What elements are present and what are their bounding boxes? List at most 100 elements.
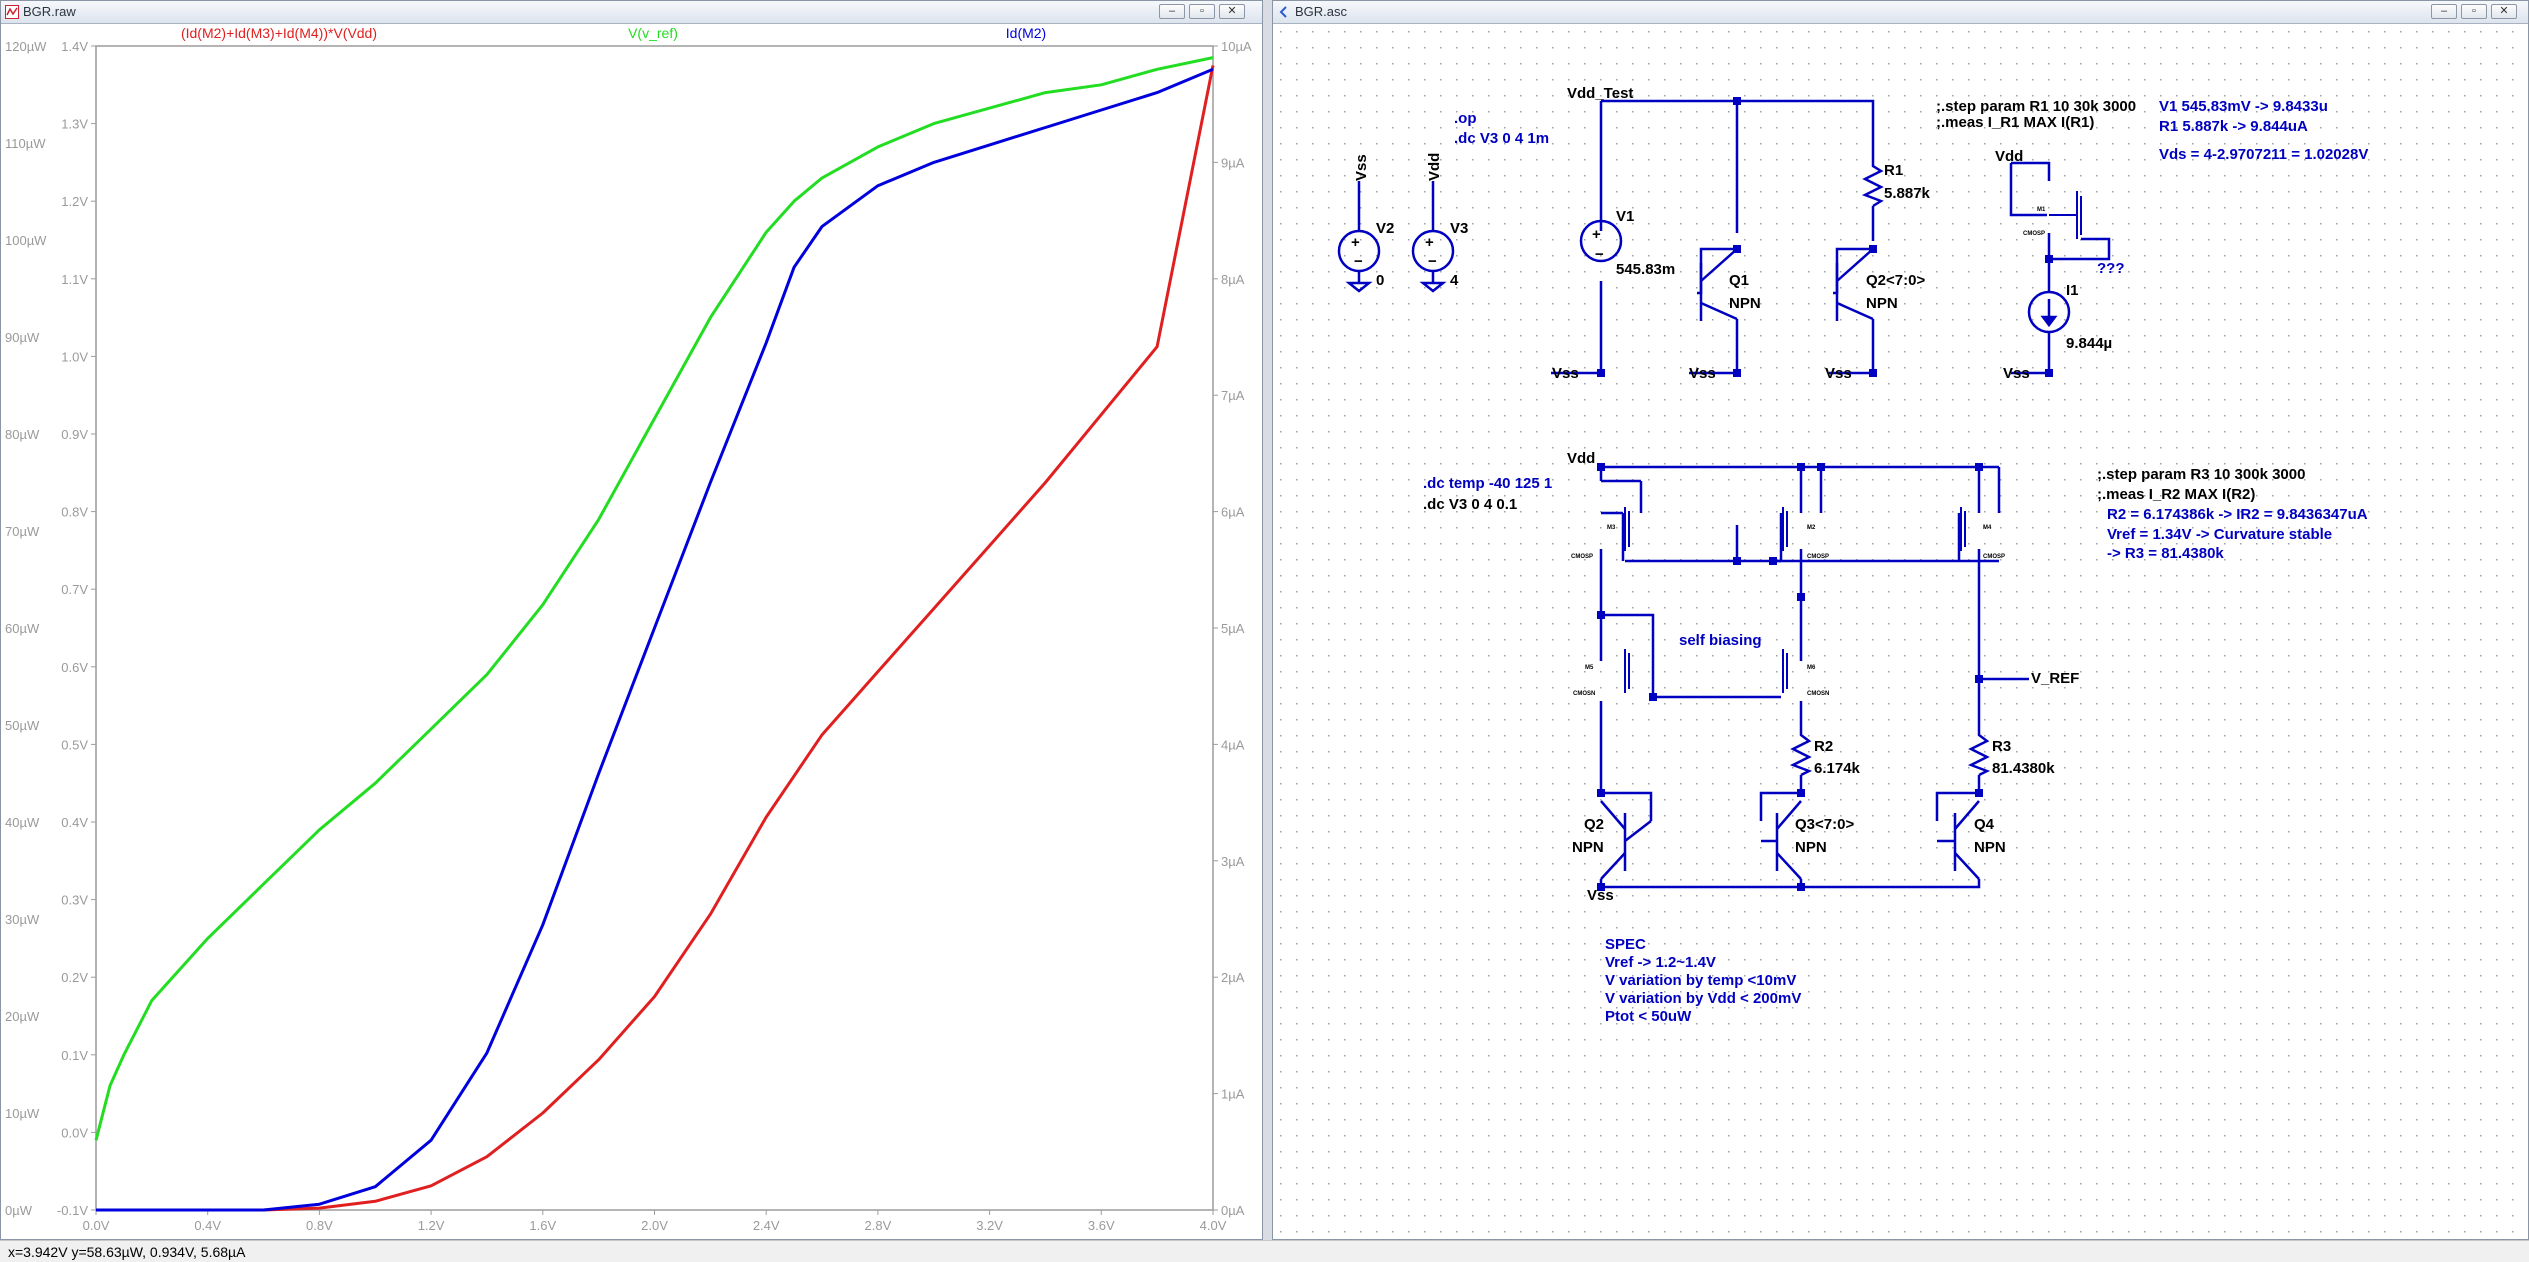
spec-title[interactable]: SPEC <box>1605 936 1646 953</box>
m3-label[interactable]: M3 <box>1607 525 1616 531</box>
q3-npn-symbol[interactable] <box>1761 800 1802 880</box>
schematic-titlebar[interactable]: BGR.asc – ▫ ✕ <box>1273 1 2528 24</box>
r1-label[interactable]: R1 <box>1884 162 1903 179</box>
node-label-vss-i1[interactable]: Vss <box>2003 365 2030 382</box>
directive-dc-v3-step[interactable]: .dc V3 0 4 0.1 <box>1423 496 1517 513</box>
m1-label[interactable]: M1 <box>2037 207 2046 213</box>
note-r1-current[interactable]: R1 5.887k -> 9.844uA <box>2159 118 2308 135</box>
v3-value[interactable]: 4 <box>1450 272 1459 289</box>
v2-source-symbol[interactable] <box>1337 181 1381 293</box>
q3-label[interactable]: Q3<7:0> <box>1795 816 1854 833</box>
m6-model[interactable]: CMOSN <box>1807 691 1829 697</box>
m1-model[interactable]: CMOSP <box>2023 231 2045 237</box>
schematic-canvas[interactable]: + − + − + − <box>1273 24 2528 1239</box>
q2-top-label[interactable]: Q2<7:0> <box>1866 272 1925 289</box>
r1-value[interactable]: 5.887k <box>1884 185 1931 202</box>
v1-label[interactable]: V1 <box>1616 208 1634 225</box>
q1-type[interactable]: NPN <box>1729 295 1761 312</box>
comment-self-biasing[interactable]: self biasing <box>1679 632 1762 649</box>
vref-series-line[interactable] <box>94 56 1214 1141</box>
close-button[interactable]: ✕ <box>1219 4 1245 19</box>
node-label-vss-q1[interactable]: Vss <box>1689 365 1716 382</box>
legend-entry-vref[interactable]: V(v_ref) <box>628 25 678 41</box>
q2-top-type[interactable]: NPN <box>1866 295 1898 312</box>
node-label-vdd-test[interactable]: Vdd_Test <box>1567 85 1633 102</box>
m1-pmos-symbol[interactable] <box>2049 191 2082 239</box>
note-vref-curvature[interactable]: Vref = 1.34V -> Curvature stable <box>2107 526 2332 543</box>
node-label-vdd-m1[interactable]: Vdd <box>1995 148 2023 165</box>
q1-npn-symbol[interactable] <box>1699 248 1738 321</box>
v3-source-symbol[interactable] <box>1411 181 1455 293</box>
spec-power[interactable]: Ptot < 50uW <box>1605 1008 1692 1025</box>
directive-op[interactable]: .op <box>1454 110 1477 127</box>
v1-value[interactable]: 545.83m <box>1616 261 1675 278</box>
i1-value[interactable]: 9.844µ <box>2066 335 2112 352</box>
spec-vdd[interactable]: V variation by Vdd < 200mV <box>1605 990 1801 1007</box>
directive-dc-temp[interactable]: .dc temp -40 125 1 <box>1423 475 1552 492</box>
q1-label[interactable]: Q1 <box>1729 272 1749 289</box>
net-label-unknown[interactable]: ??? <box>2097 260 2125 277</box>
m2-label[interactable]: M2 <box>1807 525 1816 531</box>
node-label-vss-bgr[interactable]: Vss <box>1587 887 1614 904</box>
r3-value[interactable]: 81.4380k <box>1992 760 2055 777</box>
v1-source-symbol[interactable] <box>1579 219 1623 263</box>
minimize-button[interactable]: – <box>1159 4 1185 19</box>
node-label-vss-v2[interactable]: Vss <box>1353 154 1370 181</box>
m2-model[interactable]: CMOSP <box>1807 554 1829 560</box>
power-series-line[interactable] <box>96 65 1215 1212</box>
spec-temp[interactable]: V variation by temp <10mV <box>1605 972 1796 989</box>
schematic-drawing[interactable]: + − + − + − <box>1273 24 2528 1239</box>
directive-step-r1[interactable]: ;.step param R1 10 30k 3000 <box>1936 98 2136 115</box>
m4-label[interactable]: M4 <box>1983 525 1992 531</box>
waveform-titlebar[interactable]: BGR.raw – ▫ ✕ <box>1 1 1262 24</box>
maximize-button[interactable]: ▫ <box>2461 4 2487 19</box>
spec-vref[interactable]: Vref -> 1.2~1.4V <box>1605 954 1716 971</box>
v2-label[interactable]: V2 <box>1376 220 1394 237</box>
m5-model[interactable]: CMOSN <box>1573 691 1595 697</box>
directive-meas-r1[interactable]: ;.meas I_R1 MAX I(R1) <box>1936 114 2094 131</box>
bgr-mosfets[interactable] <box>1624 507 1966 693</box>
r2-value[interactable]: 6.174k <box>1814 760 1861 777</box>
q4-label[interactable]: Q4 <box>1974 816 1995 833</box>
q2-label[interactable]: Q2 <box>1584 816 1604 833</box>
i1-current-source-symbol[interactable] <box>2027 290 2071 334</box>
m5-label[interactable]: M5 <box>1585 665 1594 671</box>
node-label-vss-v1[interactable]: Vss <box>1552 365 1579 382</box>
note-v1-current[interactable]: V1 545.83mV -> 9.8433u <box>2159 98 2328 115</box>
note-vds[interactable]: Vds = 4-2.9707211 = 1.02028V <box>2159 146 2368 163</box>
legend-entry-power[interactable]: (Id(M2)+Id(M3)+Id(M4))*V(Vdd) <box>181 25 377 41</box>
v3-label[interactable]: V3 <box>1450 220 1468 237</box>
net-label-v-ref[interactable]: V_REF <box>2031 670 2079 687</box>
minimize-button[interactable]: – <box>2431 4 2457 19</box>
close-button[interactable]: ✕ <box>2491 4 2517 19</box>
note-r2-current[interactable]: R2 = 6.174386k -> IR2 = 9.8436347uA <box>2107 506 2368 523</box>
r3-label[interactable]: R3 <box>1992 738 2011 755</box>
node-label-vdd-bgr[interactable]: Vdd <box>1567 450 1595 467</box>
idm2-series-line[interactable] <box>96 67 1214 1212</box>
q2-type[interactable]: NPN <box>1572 839 1604 856</box>
directive-step-r3[interactable]: ;.step param R3 10 300k 3000 <box>2097 466 2305 483</box>
directive-meas-r2[interactable]: ;.meas I_R2 MAX I(R2) <box>2097 486 2255 503</box>
q4-npn-symbol[interactable] <box>1937 800 1980 880</box>
q2-top-npn-symbol[interactable] <box>1835 248 1874 321</box>
i1-label[interactable]: I1 <box>2066 282 2079 299</box>
r2-label[interactable]: R2 <box>1814 738 1833 755</box>
m4-model[interactable]: CMOSP <box>1983 554 2005 560</box>
node-label-vss-q2[interactable]: Vss <box>1825 365 1852 382</box>
directive-dc-v3[interactable]: .dc V3 0 4 1m <box>1454 130 1549 147</box>
node-label-vdd-v3[interactable]: Vdd <box>1426 153 1443 181</box>
r2-resistor-symbol[interactable] <box>1789 729 1813 777</box>
r1-resistor-symbol[interactable] <box>1861 161 1884 208</box>
v2-value[interactable]: 0 <box>1376 272 1384 289</box>
m3-model[interactable]: CMOSP <box>1571 554 1593 560</box>
q2-npn-symbol[interactable] <box>1600 800 1652 880</box>
r3-resistor-symbol[interactable] <box>1967 729 1991 777</box>
legend-entry-idm2[interactable]: Id(M2) <box>1006 25 1046 41</box>
q4-type[interactable]: NPN <box>1974 839 2006 856</box>
note-r3-value[interactable]: -> R3 = 81.4380k <box>2107 545 2224 562</box>
window-splitter[interactable] <box>1263 0 1272 1240</box>
q3-type[interactable]: NPN <box>1795 839 1827 856</box>
m6-label[interactable]: M6 <box>1807 665 1816 671</box>
